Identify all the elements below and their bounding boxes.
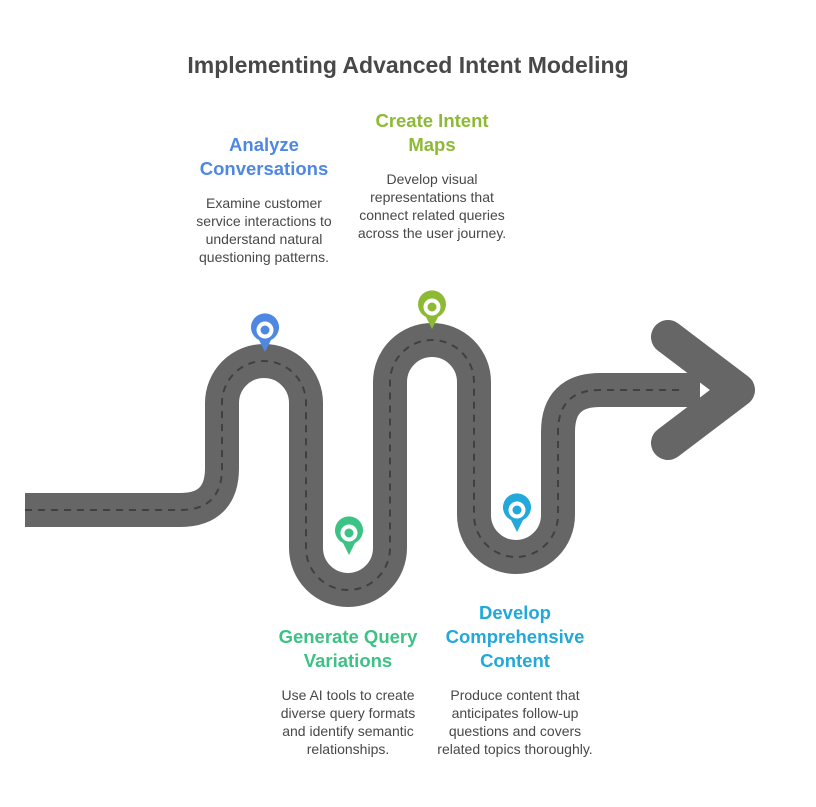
step-description: Produce content that anticipates follow-… [437,687,593,757]
road-surface [25,323,700,607]
step-generate-query-variations: Generate Query Variations Use AI tools t… [268,625,428,758]
arrow-head-icon [651,320,755,460]
step-create-intent-maps: Create Intent Maps Develop visual repres… [352,109,512,242]
location-pin-icon [251,313,279,352]
location-pin-icon [503,493,531,532]
step-title: Analyze Conversations [199,134,329,179]
step-analyze-conversations: Analyze Conversations Examine customer s… [185,133,343,266]
step-description: Examine customer service interactions to… [196,195,332,265]
step-title: Create Intent Maps [375,110,489,155]
location-pin-icon [335,516,363,555]
diagram-title: Implementing Advanced Intent Modeling [187,52,629,78]
road-path [25,320,755,607]
step-title: Generate Query Variations [278,626,418,671]
location-pin-icon [418,290,446,329]
lane-marking [25,339,680,591]
step-develop-comprehensive-content: Develop Comprehensive Content Produce co… [435,601,595,758]
step-description: Develop visual representations that conn… [357,171,507,241]
step-description: Use AI tools to create diverse query for… [280,687,416,757]
step-title: Develop Comprehensive Content [445,602,585,671]
